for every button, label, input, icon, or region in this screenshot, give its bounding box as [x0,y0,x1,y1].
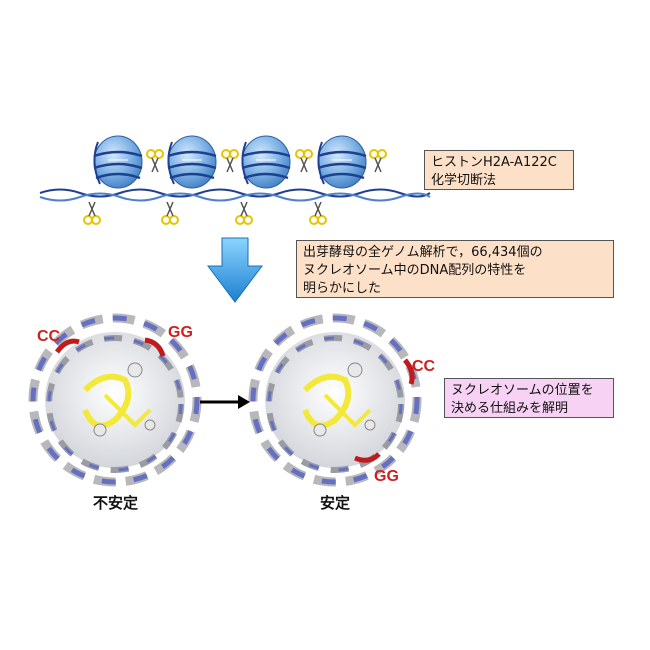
nucleosome-4 [318,136,366,188]
nucleosome-structure-stable [253,318,417,482]
finding-box-line-1: 出芽酵母の全ゲノム解析で，66,434個の [303,244,607,262]
finding-box-line-3: 明らかにした [303,280,607,298]
right-cc-label: CC [412,358,435,376]
nucleosome-2 [168,136,216,188]
result-box-line-2: 決める仕組みを解明 [451,400,607,418]
scissors-icon [84,202,100,224]
finding-box: 出芽酵母の全ゲノム解析で，66,434個の ヌクレオソーム中のDNA配列の特性を… [296,240,614,298]
left-gg-label: GG [168,324,193,342]
linker-dna [40,190,430,201]
scissors-icon [310,202,326,224]
scissors-icon [222,150,238,172]
method-box-line-2: 化学切断法 [431,172,567,190]
scissors-icon [236,202,252,224]
scissors-icon [162,202,178,224]
method-box: ヒストンH2A-A122C 化学切断法 [424,150,574,190]
down-arrow-icon [208,238,262,302]
left-caption: 不安定 [93,492,138,513]
scissors-icon [147,150,163,172]
right-gg-label: GG [374,468,399,486]
result-box-line-1: ヌクレオソームの位置を [451,382,607,400]
nucleosome-1 [94,136,142,188]
scissors-icon [370,150,386,172]
left-cc-label: CC [37,328,60,346]
right-caption: 安定 [320,492,350,513]
finding-box-line-2: ヌクレオソーム中のDNA配列の特性を [303,262,607,280]
scissors-icon [296,150,312,172]
right-arrow-icon [200,395,250,409]
nucleosome-3 [242,136,290,188]
method-box-line-1: ヒストンH2A-A122C [431,154,567,172]
result-box: ヌクレオソームの位置を 決める仕組みを解明 [444,378,614,418]
